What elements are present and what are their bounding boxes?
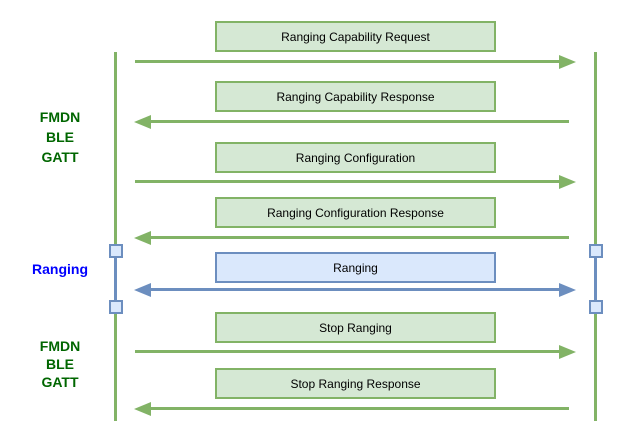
- lane-label-ranging: Ranging: [8, 261, 112, 277]
- message-arrow-line: [150, 236, 569, 239]
- message-box-ranging: Ranging: [215, 252, 496, 283]
- lane-label-line: FMDN: [39, 338, 81, 354]
- activation-marker: [109, 244, 123, 258]
- lane-label-line: BLE: [46, 129, 74, 145]
- lifeline-right-blue-middle: [594, 251, 597, 307]
- activation-marker: [589, 300, 603, 314]
- message-arrow-line: [135, 180, 560, 183]
- message-arrow-line: [150, 120, 569, 123]
- message-arrow-line: [135, 350, 560, 353]
- arrowhead-left-icon: [134, 231, 151, 245]
- lane-label-line: FMDN: [39, 109, 81, 125]
- lifeline-right-green-bottom: [594, 307, 597, 421]
- arrowhead-left-icon: [134, 115, 151, 129]
- activation-marker: [589, 244, 603, 258]
- activation-marker: [109, 300, 123, 314]
- lane-label-line: Ranging: [32, 261, 88, 277]
- arrowhead-right-icon: [559, 345, 576, 359]
- lane-label-line: GATT: [41, 149, 79, 165]
- arrowhead-left-icon: [134, 283, 151, 297]
- arrowhead-right-icon: [559, 175, 576, 189]
- message-box-stop-ranging: Stop Ranging: [215, 312, 496, 343]
- lane-label-line: GATT: [41, 374, 79, 390]
- lane-label-line: BLE: [46, 356, 74, 372]
- message-box-stop-ranging-response: Stop Ranging Response: [215, 368, 496, 399]
- lifeline-right-green-top: [594, 52, 597, 251]
- message-box-ranging-configuration-response: Ranging Configuration Response: [215, 197, 496, 228]
- lifeline-left-green-top: [114, 52, 117, 251]
- lane-label-fmdn-ble-gatt-top: FMDN BLE GATT: [8, 107, 112, 167]
- message-box-ranging-configuration: Ranging Configuration: [215, 142, 496, 173]
- message-arrow-line: [135, 60, 560, 63]
- arrowhead-right-icon: [559, 55, 576, 69]
- lane-label-fmdn-ble-gatt-bottom: FMDN BLE GATT: [8, 337, 112, 391]
- arrowhead-right-icon: [559, 283, 576, 297]
- message-arrow-line: [150, 407, 569, 410]
- message-box-ranging-capability-response: Ranging Capability Response: [215, 81, 496, 112]
- lifeline-left-blue-middle: [114, 251, 117, 307]
- arrowhead-left-icon: [134, 402, 151, 416]
- message-arrow-line: [150, 288, 560, 291]
- message-box-ranging-capability-request: Ranging Capability Request: [215, 21, 496, 52]
- lifeline-left-green-bottom: [114, 307, 117, 421]
